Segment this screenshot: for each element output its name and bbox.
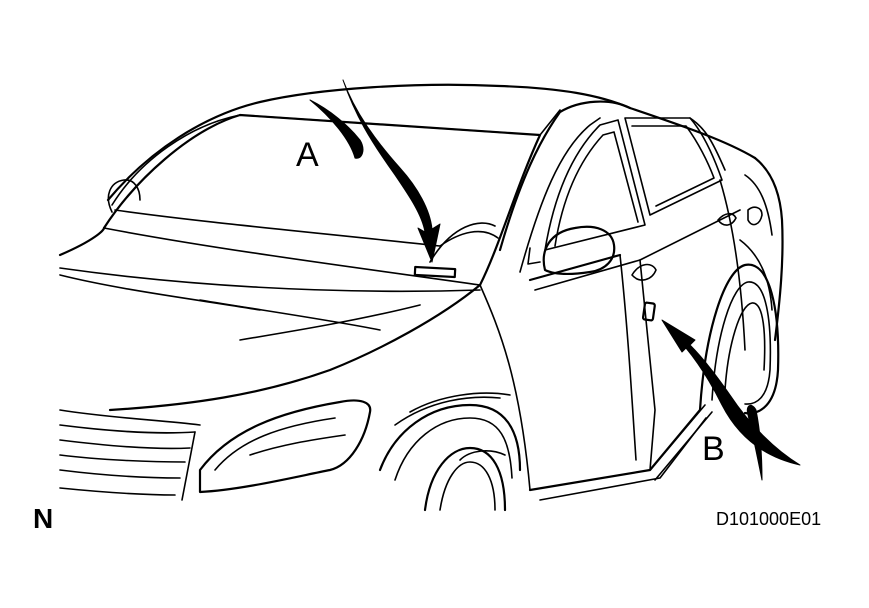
callout-label-b: B <box>702 430 725 468</box>
front-door-window <box>544 119 646 251</box>
door-handles <box>631 212 737 281</box>
hood <box>58 226 482 426</box>
rear-wheel <box>698 263 780 415</box>
orientation-mark: N <box>33 503 54 534</box>
front-wheel <box>423 446 507 512</box>
callout-arrow-a <box>309 79 441 263</box>
figure-code: D101000E01 <box>716 509 822 529</box>
rocker-panel <box>649 404 713 481</box>
side-mirror-left <box>107 179 141 213</box>
side-mirror <box>527 225 616 276</box>
vin-plate-dashboard <box>413 265 457 279</box>
callout-arrow-b <box>661 319 801 481</box>
callout-label-a: A <box>296 136 319 174</box>
windshield <box>102 113 542 287</box>
rear-door-window <box>624 117 726 216</box>
grille <box>59 424 196 501</box>
headlight <box>198 399 372 494</box>
front-fender <box>378 284 531 491</box>
vin-label-door-pillar <box>641 301 656 322</box>
car-roof <box>106 83 757 206</box>
rear-quarter <box>739 156 784 342</box>
